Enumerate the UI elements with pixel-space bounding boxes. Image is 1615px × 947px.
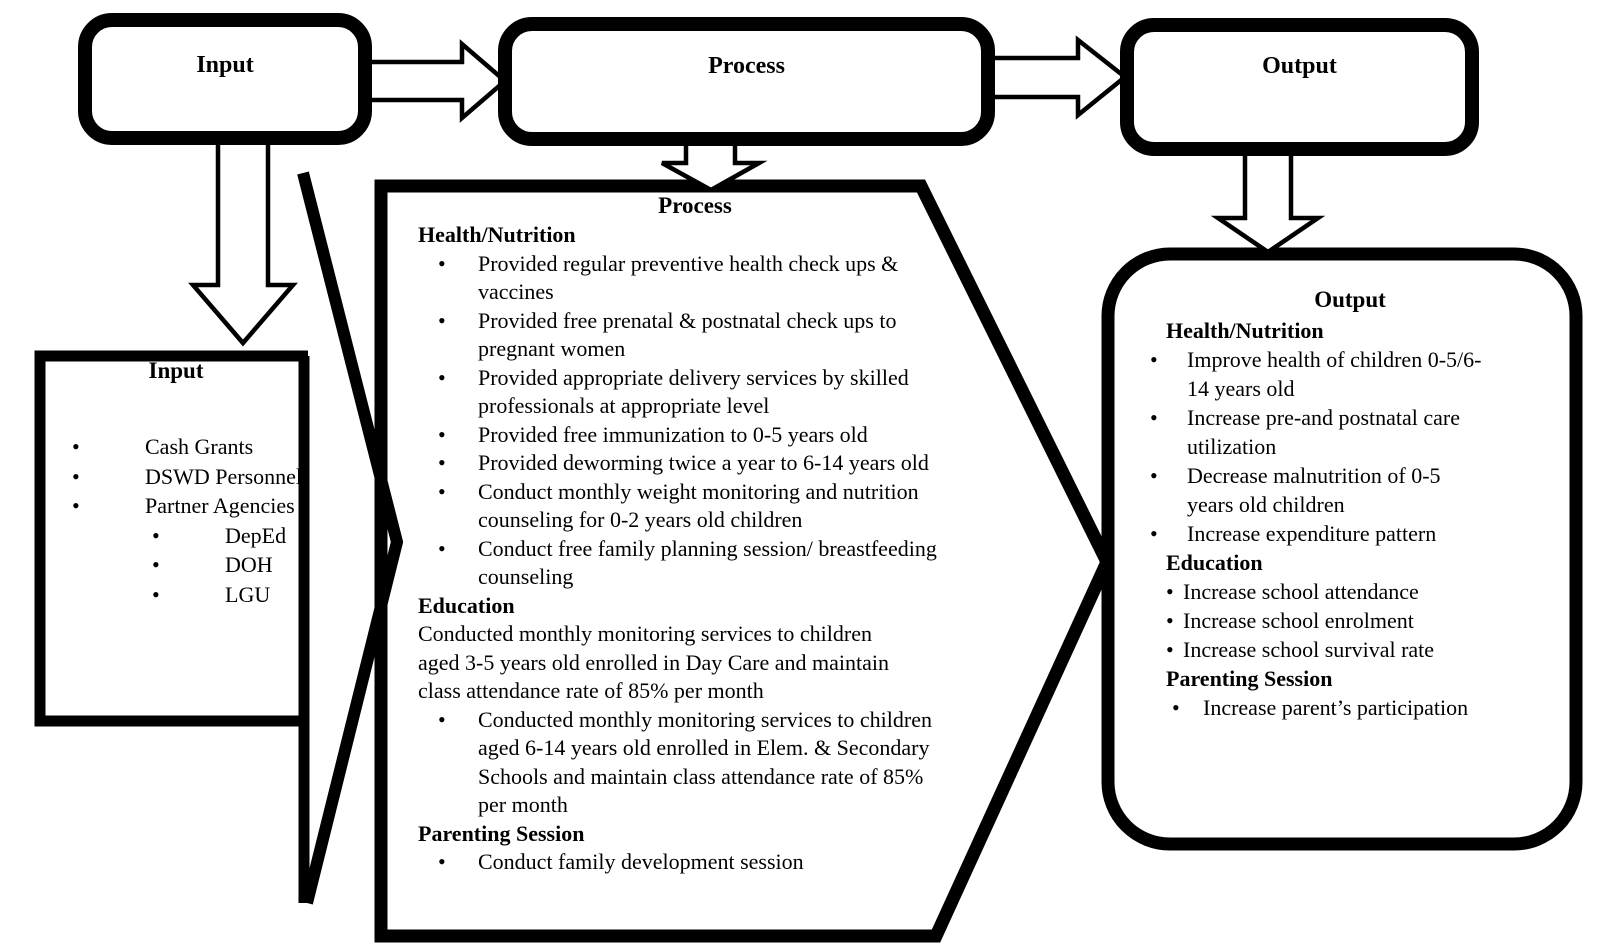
list-item-text: Provided free immunization to 0-5 years …	[478, 421, 868, 447]
list-item-text: DSWD Personnel	[145, 463, 303, 489]
list-item: • DOH	[40, 550, 312, 580]
list-item-text: Increase school attendance	[1183, 579, 1419, 604]
list-item-text: DepEd	[225, 522, 287, 548]
list-item-text: Provided regular preventive health check…	[478, 250, 899, 305]
list-item: • Improve health of children 0-5/6- 14 ye…	[1130, 345, 1570, 403]
list-item-text: Cash Grants	[145, 434, 254, 459]
list-item-text: Decrease malnutrition of 0-5 years old c…	[1187, 463, 1441, 517]
process-arrow-shape	[374, 179, 1115, 943]
list-item-text: Conduct family development session	[478, 849, 804, 874]
bullet-icon: •	[438, 849, 446, 874]
list-item-text: Provided deworming twice a year to 6-14 …	[478, 450, 929, 475]
bullet-icon: •	[72, 463, 80, 489]
process-panel-list: Health/Nutrition • Provided regular preven…	[400, 221, 990, 877]
list-item: • Provided free immunization to 0-5 years…	[400, 421, 990, 450]
process-panel-title: Process	[658, 193, 732, 218]
section-heading: Education	[418, 592, 515, 618]
section-heading: Parenting Session	[418, 820, 585, 846]
bullet-icon: •	[438, 535, 446, 561]
list-item: • Increase school survival rate	[1130, 635, 1570, 664]
list-item: • Conduct monthly weight monitoring and n…	[400, 478, 990, 535]
bullet-icon: •	[1150, 405, 1158, 430]
bullet-icon: •	[1150, 463, 1158, 488]
bullet-icon: •	[1166, 608, 1174, 633]
list-item: • Increase parent’s participation	[1130, 693, 1570, 722]
input-panel-list: • Cash Grants • DSWD Personnel • Partner Agen…	[40, 432, 312, 609]
process-top-box	[498, 17, 995, 146]
list-item: • DSWD Personnel	[40, 462, 312, 492]
bullet-icon: •	[72, 493, 80, 518]
input-panel-title: Input	[148, 358, 204, 383]
list-item-text: LGU	[225, 581, 271, 607]
bullet-icon: •	[152, 552, 160, 577]
bullet-icon: •	[438, 250, 446, 276]
list-item-text: Increase parent’s participation	[1203, 695, 1469, 720]
list-item: • DepEd	[40, 521, 312, 551]
list-item: • Conduct family development session	[400, 848, 990, 877]
section-heading: Education	[1166, 550, 1263, 575]
bullet-icon: •	[152, 522, 160, 548]
list-item-text: DOH	[225, 552, 273, 577]
list-item: • Conduct free family planning session/ b…	[400, 535, 990, 592]
input-top-box-label: Input	[196, 52, 254, 78]
list-item: • Conducted monthly monitoring services t…	[400, 706, 990, 820]
bullet-icon: •	[1150, 521, 1158, 546]
list-item-text: Increase school enrolment	[1183, 608, 1414, 633]
bullet-icon: •	[72, 434, 80, 459]
output-top-box-label: Output	[1262, 53, 1337, 79]
list-item: • Decrease malnutrition of 0-5 years old …	[1130, 461, 1570, 519]
bullet-icon: •	[438, 364, 446, 390]
list-item-text: Provided free prenatal & postnatal check…	[478, 307, 897, 362]
list-item: • Provided regular preventive health chec…	[400, 250, 990, 307]
bullet-icon: •	[438, 478, 446, 504]
right-arrow-icon-input-process	[360, 39, 509, 123]
list-item: • Increase pre-and postnatal care utiliza…	[1130, 403, 1570, 461]
chevron-right-icon	[297, 171, 404, 905]
list-item: • Cash Grants	[40, 432, 312, 462]
bullet-icon: •	[1172, 695, 1180, 720]
list-item-text: Increase expenditure pattern	[1187, 521, 1437, 546]
list-item-text: Improve health of children 0-5/6- 14 yea…	[1187, 347, 1482, 401]
process-top-box-label: Process	[708, 53, 785, 79]
section-heading: Health/Nutrition	[1166, 318, 1324, 343]
list-item-text: Increase pre-and postnatal care utilizat…	[1187, 405, 1461, 459]
list-item: • LGU	[40, 580, 312, 610]
list-item: • Increase school attendance	[1130, 577, 1570, 606]
list-item: • Increase school enrolment	[1130, 606, 1570, 635]
output-panel-list: Health/Nutrition • Improve health of child…	[1130, 316, 1570, 722]
list-item: • Provided free prenatal & postnatal chec…	[400, 307, 990, 364]
section-heading: Parenting Session	[1166, 666, 1333, 691]
right-arrow-icon-process-output	[985, 35, 1129, 120]
list-item-text: Increase school survival rate	[1183, 637, 1435, 662]
output-panel-title: Output	[1314, 287, 1386, 312]
section-heading: Health/Nutrition	[418, 222, 576, 247]
bullet-icon: •	[152, 581, 160, 607]
input-top-box	[78, 13, 372, 145]
list-item: • Provided appropriate delivery services …	[400, 364, 990, 421]
list-item-text: Conducted monthly monitoring services to…	[478, 706, 932, 818]
output-top-box	[1120, 18, 1479, 156]
list-item: • Partner Agencies	[40, 491, 312, 521]
list-item-text: Conduct free family planning session/ br…	[478, 535, 937, 590]
bullet-icon: •	[1166, 637, 1174, 662]
list-item-text: Conduct monthly weight monitoring and nu…	[478, 478, 919, 533]
input-panel-shape	[34, 350, 308, 727]
list-item: • Increase expenditure pattern	[1130, 519, 1570, 548]
list-item-text: Partner Agencies	[145, 493, 295, 518]
bullet-icon: •	[438, 421, 446, 447]
list-item: • Provided deworming twice a year to 6-14…	[400, 449, 990, 478]
bullet-icon: •	[438, 307, 446, 333]
paragraph: Conducted monthly monitoring services to…	[418, 621, 890, 703]
down-arrow-icon-input	[188, 137, 298, 347]
bullet-icon: •	[438, 706, 446, 732]
list-item-text: Provided appropriate delivery services b…	[478, 364, 909, 419]
bullet-icon: •	[1150, 347, 1158, 372]
bullet-icon: •	[1166, 579, 1174, 604]
bullet-icon: •	[438, 450, 446, 475]
down-arrow-icon-output	[1210, 147, 1326, 255]
